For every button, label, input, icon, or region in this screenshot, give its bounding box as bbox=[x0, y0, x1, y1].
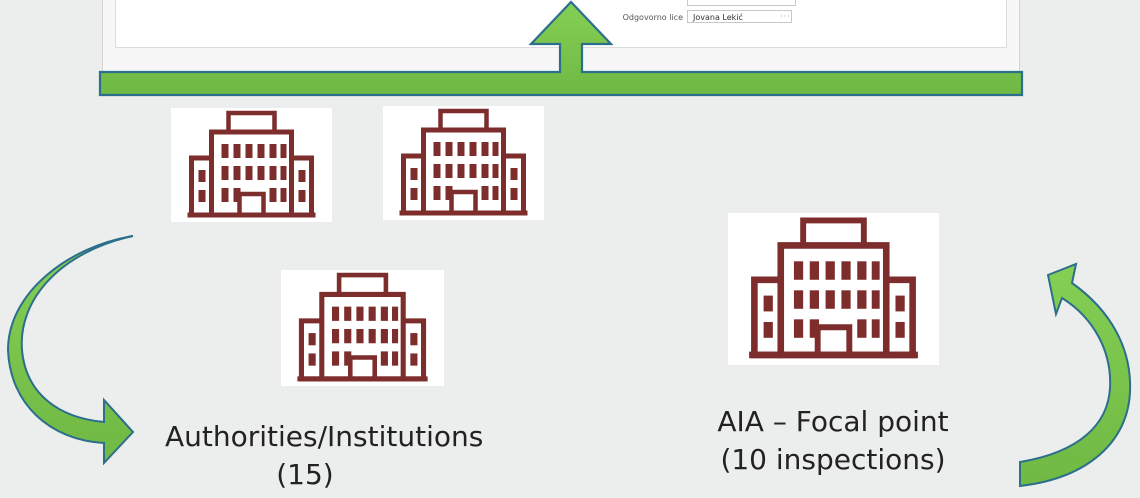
more-options-button[interactable]: ··· bbox=[780, 12, 791, 21]
building-icon bbox=[281, 270, 444, 386]
building-icon bbox=[171, 108, 332, 222]
responsible-person-field[interactable]: Jovana Lekić bbox=[687, 10, 792, 23]
previous-field bbox=[687, 0, 796, 6]
building-icon bbox=[728, 213, 939, 365]
building-icon bbox=[383, 106, 544, 220]
responsible-person-label: Odgovorno lice bbox=[622, 13, 683, 22]
aia-caption-line2: (10 inspections) bbox=[720, 443, 946, 476]
authorities-caption-line2: (15) bbox=[276, 458, 334, 491]
authorities-caption-line1: Authorities/Institutions bbox=[165, 420, 484, 453]
curved-arrow-icon bbox=[6, 235, 135, 466]
aia-caption-line1: AIA – Focal point bbox=[717, 405, 949, 438]
authorities-caption: Authorities/Institutions (15) bbox=[165, 418, 484, 494]
curved-arrow-icon bbox=[1019, 262, 1132, 488]
arrow-up-icon bbox=[98, 0, 1024, 97]
aia-caption: AIA – Focal point (10 inspections) bbox=[688, 403, 978, 479]
